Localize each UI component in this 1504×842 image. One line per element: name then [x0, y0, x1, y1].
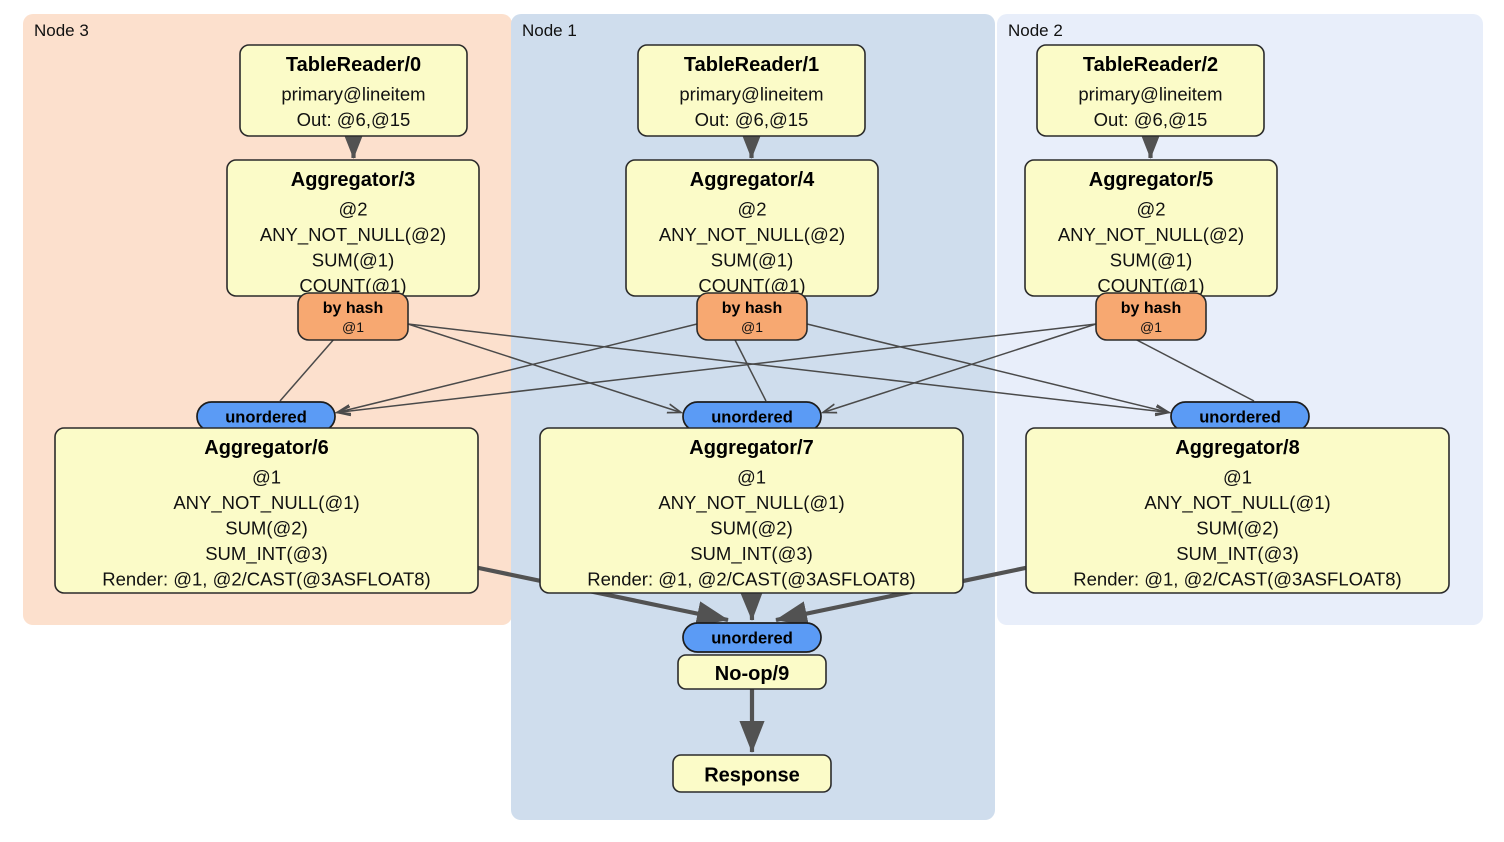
tablereader-2-line: primary@lineitem [1078, 84, 1222, 105]
aggregator-8-line: Render: @1, @2/CAST(@3ASFLOAT8) [1073, 569, 1401, 590]
aggregator-6-title: Aggregator/6 [204, 437, 328, 459]
aggregator-6-line: Render: @1, @2/CAST(@3ASFLOAT8) [102, 569, 430, 590]
plan-edge [279, 337, 336, 402]
aggregator-7-line: @1 [737, 467, 766, 488]
plan-edge [806, 323, 1169, 413]
by-hash-0-title: by hash [323, 300, 383, 317]
tablereader-2-line: Out: @6,@15 [1094, 109, 1208, 130]
aggregator-8-title: Aggregator/8 [1175, 437, 1299, 459]
tablereader-0-line: primary@lineitem [281, 84, 425, 105]
unordered-left[interactable]: unordered [196, 401, 336, 432]
unordered-left-label: unordered [225, 409, 307, 427]
aggregator-4-line: COUNT(@1) [698, 275, 805, 296]
unordered-merge-label: unordered [711, 630, 793, 648]
plan-edge [407, 323, 681, 413]
plan-edge [823, 323, 1097, 413]
unordered-center[interactable]: unordered [682, 401, 822, 432]
aggregator-5-title: Aggregator/5 [1089, 169, 1213, 191]
tablereader-0-line: Out: @6,@15 [297, 109, 411, 130]
by-hash-1[interactable]: by hash @1 [696, 292, 808, 341]
unordered-right[interactable]: unordered [1170, 401, 1310, 432]
aggregator-8-line: @1 [1223, 467, 1252, 488]
plan-edge [738, 588, 765, 621]
aggregator-7-line: ANY_NOT_NULL(@1) [658, 492, 844, 514]
aggregator-7-line: SUM_INT(@3) [690, 543, 813, 565]
aggregator-7-line: Render: @1, @2/CAST(@3ASFLOAT8) [587, 569, 915, 590]
aggregator-7-line: SUM(@2) [710, 518, 793, 539]
aggregator-6-line: SUM_INT(@3) [205, 543, 328, 565]
node-panel-title: Node 3 [34, 21, 89, 40]
plan-edge [337, 323, 698, 413]
aggregator-4-title: Aggregator/4 [690, 169, 815, 191]
aggregator-4-line: @2 [737, 199, 766, 220]
no-op-9[interactable]: No-op/9 [677, 654, 827, 690]
aggregator-5-line: ANY_NOT_NULL(@2) [1058, 224, 1244, 246]
aggregator-8-line: SUM(@2) [1196, 518, 1279, 539]
aggregator-6-line: @1 [252, 467, 281, 488]
plan-edge [337, 323, 1097, 413]
aggregator-3-line: @2 [338, 199, 367, 220]
unordered-merge[interactable]: unordered [682, 622, 822, 653]
tablereader-1-title: TableReader/1 [684, 54, 819, 76]
unordered-right-label: unordered [1199, 409, 1281, 427]
by-hash-1-sub: @1 [741, 319, 763, 335]
aggregator-4-line: ANY_NOT_NULL(@2) [659, 224, 845, 246]
by-hash-0-sub: @1 [342, 319, 364, 335]
aggregator-6-line: ANY_NOT_NULL(@1) [173, 492, 359, 514]
plan-edge [407, 323, 1169, 413]
unordered-center-label: unordered [711, 409, 793, 427]
aggregator-3-line: COUNT(@1) [299, 275, 406, 296]
plan-edge [733, 337, 767, 402]
no-op-9-title: No-op/9 [715, 663, 789, 685]
aggregator-8-line: ANY_NOT_NULL(@1) [1144, 492, 1330, 514]
response[interactable]: Response [672, 754, 832, 793]
tablereader-2-title: TableReader/2 [1083, 54, 1218, 76]
tablereader-1-line: primary@lineitem [679, 84, 823, 105]
by-hash-2-title: by hash [1121, 300, 1181, 317]
aggregator-3-title: Aggregator/3 [291, 169, 415, 191]
aggregator-7-title: Aggregator/7 [689, 437, 813, 459]
node-panel-title: Node 2 [1008, 21, 1063, 40]
node-panel-title: Node 1 [522, 21, 577, 40]
by-hash-1-title: by hash [722, 300, 782, 317]
aggregator-5-line: @2 [1136, 199, 1165, 220]
aggregator-3-line: ANY_NOT_NULL(@2) [260, 224, 446, 246]
aggregator-4-line: SUM(@1) [711, 250, 794, 271]
by-hash-2-sub: @1 [1140, 319, 1162, 335]
aggregator-5-line: COUNT(@1) [1097, 275, 1204, 296]
aggregator-8-line: SUM_INT(@3) [1176, 543, 1299, 565]
aggregator-5-line: SUM(@1) [1110, 250, 1193, 271]
plan-edge [1132, 337, 1255, 402]
tablereader-1-line: Out: @6,@15 [695, 109, 809, 130]
by-hash-0[interactable]: by hash @1 [297, 292, 409, 341]
aggregator-6-line: SUM(@2) [225, 518, 308, 539]
response-title: Response [704, 765, 800, 787]
by-hash-2[interactable]: by hash @1 [1095, 292, 1207, 341]
tablereader-0-title: TableReader/0 [286, 54, 421, 76]
aggregator-3-line: SUM(@1) [312, 250, 395, 271]
